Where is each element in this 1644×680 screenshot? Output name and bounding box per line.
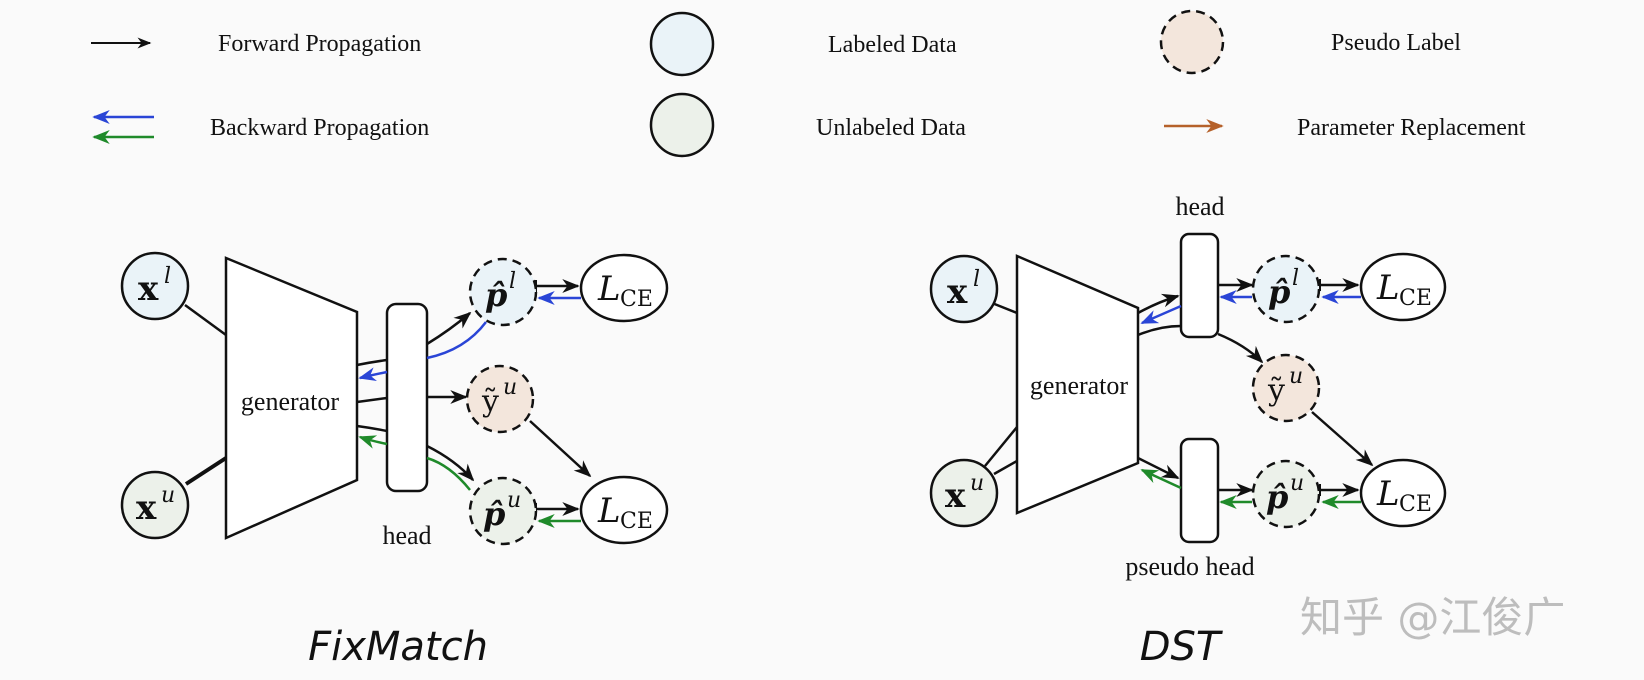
fixmatch-node-xu: x u — [120, 470, 190, 540]
fixmatch-node-yu: ỹ u — [465, 364, 535, 434]
backward-green-pu-head — [426, 456, 471, 491]
dst-pl-base: p̂ — [1268, 273, 1290, 311]
legend-forward-label: Forward Propagation — [218, 31, 421, 57]
dst-title: DST — [1140, 624, 1224, 670]
fixmatch-node-loss-bottom: L CE — [579, 475, 669, 545]
legend-pseudo-label: Pseudo Label — [1159, 9, 1461, 75]
edge-head-pu — [426, 444, 475, 482]
fixmatch-head — [385, 302, 429, 493]
legend-forward: Forward Propagation — [91, 31, 421, 57]
fixmatch-diagram: generator head x l — [120, 251, 669, 670]
dst-node-xu: x u — [929, 458, 999, 528]
dst-node-pl: p̂ l — [1251, 254, 1321, 324]
dst-pu-base: p̂ — [1266, 478, 1288, 516]
dst-generator — [1015, 254, 1140, 515]
edge-dst-xu-generator-2 — [993, 459, 1018, 476]
xu-sup: u — [161, 483, 175, 508]
fixmatch-node-pl: p̂ l — [468, 257, 538, 327]
backward-blue-gen — [358, 367, 388, 381]
fixmatch-generator-label: generator — [241, 387, 340, 416]
loss-bottom-sub: CE — [620, 509, 653, 534]
dst-head — [1179, 232, 1220, 339]
fixmatch-node-loss-top: L CE — [579, 253, 669, 323]
dst-head-label: head — [1175, 192, 1224, 221]
dst-loss-top-base: L — [1376, 268, 1400, 308]
dst-node-loss-bottom: L CE — [1359, 458, 1447, 528]
dst-pseudo-head — [1179, 437, 1220, 544]
legend-backward: Backward Propagation — [92, 110, 429, 144]
edge-dst-xu-generator-1 — [984, 426, 1018, 467]
dst-pl-sup: l — [1292, 266, 1299, 291]
edge-dst-gen-head-lower — [1137, 324, 1182, 337]
dst-xl-base: x — [947, 272, 968, 312]
dst-xu-base: x — [945, 476, 966, 516]
dst-loss-bottom-base: L — [1376, 474, 1400, 514]
pu-sup: u — [507, 488, 521, 513]
xl-sup: l — [164, 264, 171, 289]
dst-loss-bottom-sub: CE — [1399, 492, 1432, 517]
legend-unlabeled: Unlabeled Data — [649, 92, 966, 158]
pu-base: p̂ — [483, 495, 505, 533]
fixmatch-node-pu: p̂ u — [468, 476, 538, 546]
legend-unlabeled-label: Unlabeled Data — [816, 115, 966, 141]
dst-node-xl: x l — [929, 254, 999, 324]
dst-diagram: generator head pseudo head — [929, 192, 1447, 670]
dst-yu-sup: u — [1289, 364, 1303, 389]
edge-xl-generator — [184, 303, 227, 337]
backward-green-gen — [358, 435, 388, 449]
edge-xu-generator — [184, 456, 228, 486]
edge-dst-gen-pseudohead — [1137, 456, 1180, 480]
edge-gen-head-top — [356, 358, 388, 367]
yu-sup: u — [503, 375, 517, 400]
dst-pseudo-head-label: pseudo head — [1125, 552, 1254, 581]
dst-node-loss-top: L CE — [1359, 252, 1447, 322]
dst-xu-sup: u — [970, 471, 984, 496]
xu-base: x — [136, 488, 157, 528]
dst-generator-label: generator — [1030, 371, 1129, 400]
legend-param-replace-label: Parameter Replacement — [1297, 115, 1526, 141]
pseudo-label-circle-icon — [1159, 9, 1225, 75]
legend: Forward Propagation Backward Propagation… — [91, 9, 1526, 158]
unlabeled-data-circle-icon — [649, 92, 715, 158]
legend-backward-label: Backward Propagation — [210, 115, 429, 141]
dst-node-pu: p̂ u — [1251, 459, 1321, 529]
dst-node-yu: ỹ u — [1251, 353, 1321, 423]
loss-top-sub: CE — [620, 287, 653, 312]
dst-xl-sup: l — [973, 267, 980, 292]
dst-loss-top-sub: CE — [1399, 286, 1432, 311]
edge-gen-head-mid — [356, 396, 388, 404]
legend-pseudo-label-label: Pseudo Label — [1331, 30, 1461, 56]
edge-dst-yu-loss — [1311, 411, 1374, 467]
edge-yu-loss — [529, 420, 592, 478]
watermark: 知乎 @江俊广 — [1300, 593, 1565, 642]
fixmatch-title: FixMatch — [308, 624, 488, 670]
edge-dst-xl-generator — [991, 301, 1018, 315]
fixmatch-generator — [224, 256, 359, 540]
fixmatch-node-xl: x l — [120, 251, 190, 321]
backward-green-dst-pseudohead-gen — [1140, 468, 1182, 490]
loss-top-base: L — [597, 269, 621, 309]
dst-yu-base: ỹ — [1267, 373, 1285, 408]
legend-labeled: Labeled Data — [649, 11, 957, 77]
dst-pu-sup: u — [1290, 471, 1304, 496]
loss-bottom-base: L — [597, 491, 621, 531]
labeled-data-circle-icon — [649, 11, 715, 77]
fixmatch-head-label: head — [382, 521, 431, 550]
legend-param-replace: Parameter Replacement — [1164, 115, 1526, 141]
edge-dst-head-yu — [1217, 332, 1264, 364]
edge-gen-head-bot — [356, 424, 388, 433]
legend-labeled-label: Labeled Data — [828, 32, 957, 58]
pl-sup: l — [509, 269, 516, 294]
yu-base: ỹ — [481, 384, 499, 419]
backward-blue-dst-head-gen — [1140, 304, 1182, 325]
xl-base: x — [138, 269, 159, 309]
edge-head-pl — [426, 311, 472, 346]
backward-blue-pl-head — [426, 321, 487, 360]
pl-base: p̂ — [485, 276, 507, 314]
